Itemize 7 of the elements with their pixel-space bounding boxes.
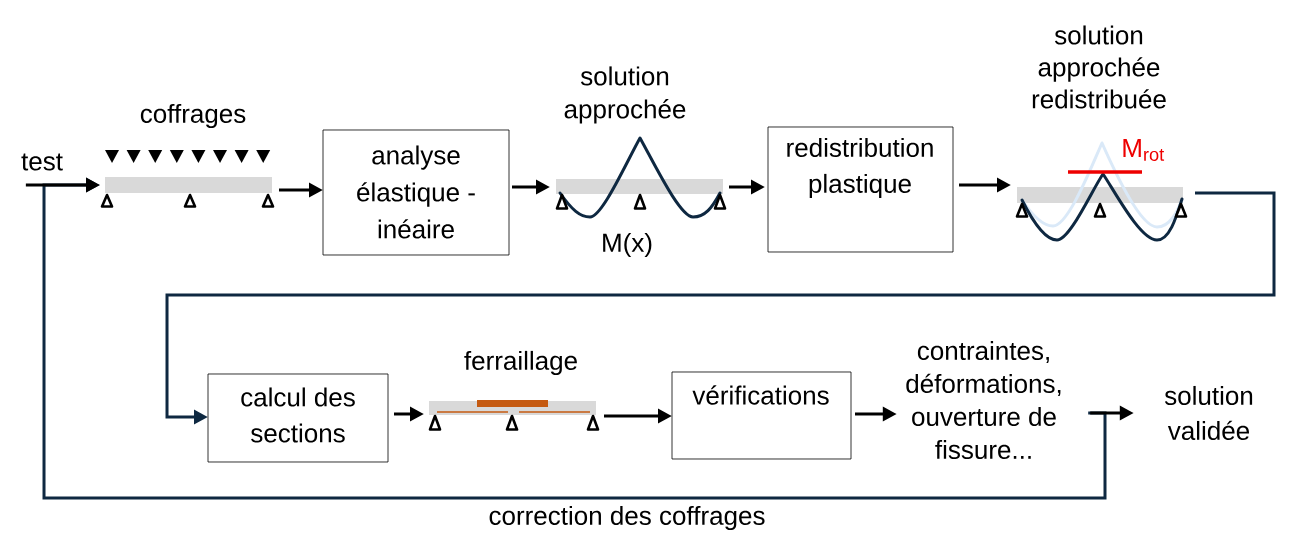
diagram-heading: solution approchée <box>564 66 686 124</box>
flow-text: test <box>21 153 63 171</box>
moment-label: M$_{rot}$ <box>1123 139 1165 161</box>
diagram-heading: coffrages <box>140 103 246 129</box>
edge-label: correction des coffrages <box>487 504 767 532</box>
flow-text: solution validée <box>1164 385 1253 441</box>
diagram-heading: solution approchée redistribuée <box>1032 25 1166 109</box>
